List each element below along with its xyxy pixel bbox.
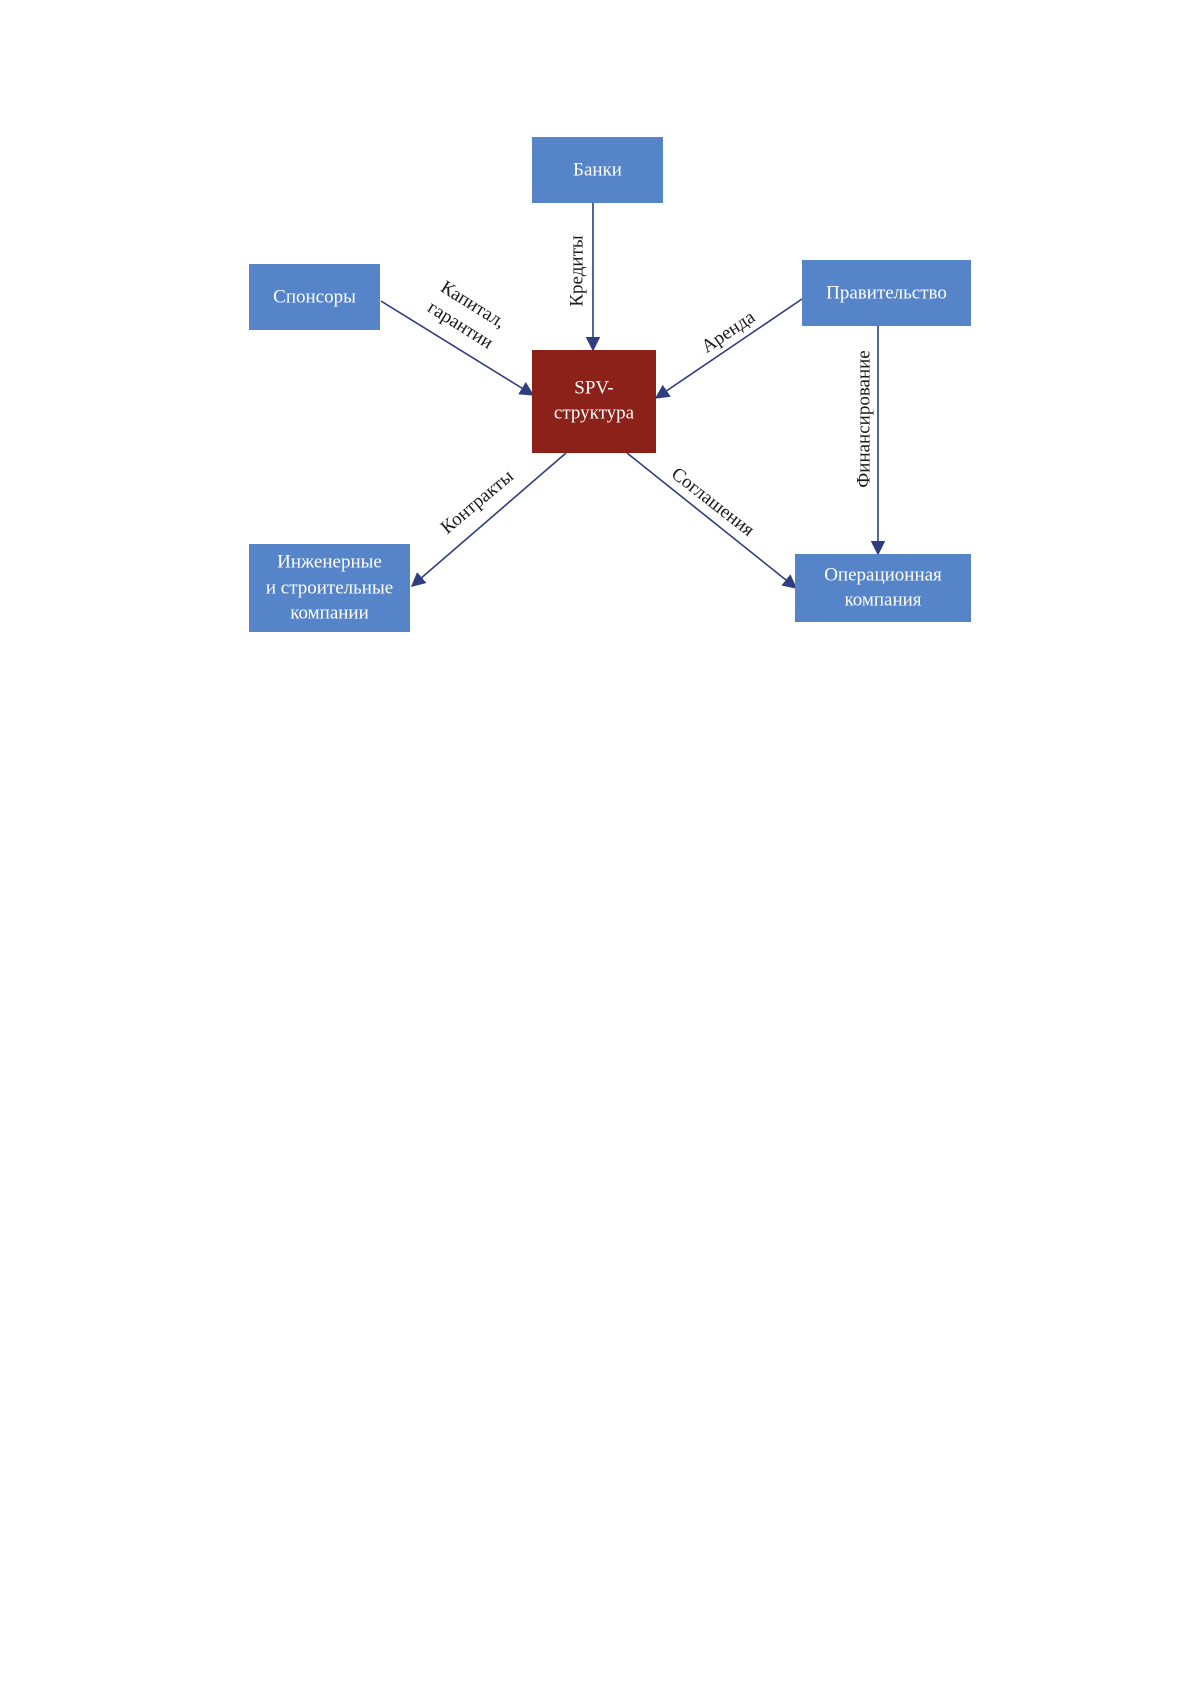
node-spv-label-line-1: SPV- [574,377,613,398]
edge-lease [656,299,802,398]
edge-label-lease-text: Аренда [698,306,760,357]
node-engineering-label-line-3: компании [290,602,369,623]
edge-label-agreements-text: Соглашения [667,463,758,541]
node-government-label: Правительство [826,282,947,303]
node-banks: Банки [532,137,663,203]
edge-label-contracts: Контракты [437,466,518,539]
node-spv-label-line-2: структура [554,402,635,423]
edge-label-agreements: Соглашения [667,463,758,541]
node-operating-label-line-2: компания [844,589,921,610]
edge-label-credits: Кредиты [566,235,587,306]
node-spv: SPV- структура [532,350,656,453]
edge-label-financing-text: Финансирование [853,350,874,487]
edge-contracts [412,453,566,586]
node-banks-label: Банки [573,159,622,180]
node-engineering-label-line-2: и строительные [266,577,393,598]
edge-label-financing: Финансирование [853,350,874,487]
edge-label-credits-text: Кредиты [566,235,587,306]
node-sponsors-label: Спонсоры [273,286,356,307]
edge-label-capital: Капитал, гарантии [424,277,510,354]
edge-label-lease: Аренда [698,306,760,357]
node-sponsors: Спонсоры [249,264,380,330]
node-engineering-label-line-1: Инженерные [277,551,382,572]
node-operating-label-line-1: Операционная [824,564,942,585]
node-government: Правительство [802,260,971,326]
node-operating: Операционная компания [795,554,971,622]
edge-label-contracts-text: Контракты [437,466,518,539]
edge-agreements [627,453,796,588]
node-engineering: Инженерные и строительные компании [249,544,410,632]
